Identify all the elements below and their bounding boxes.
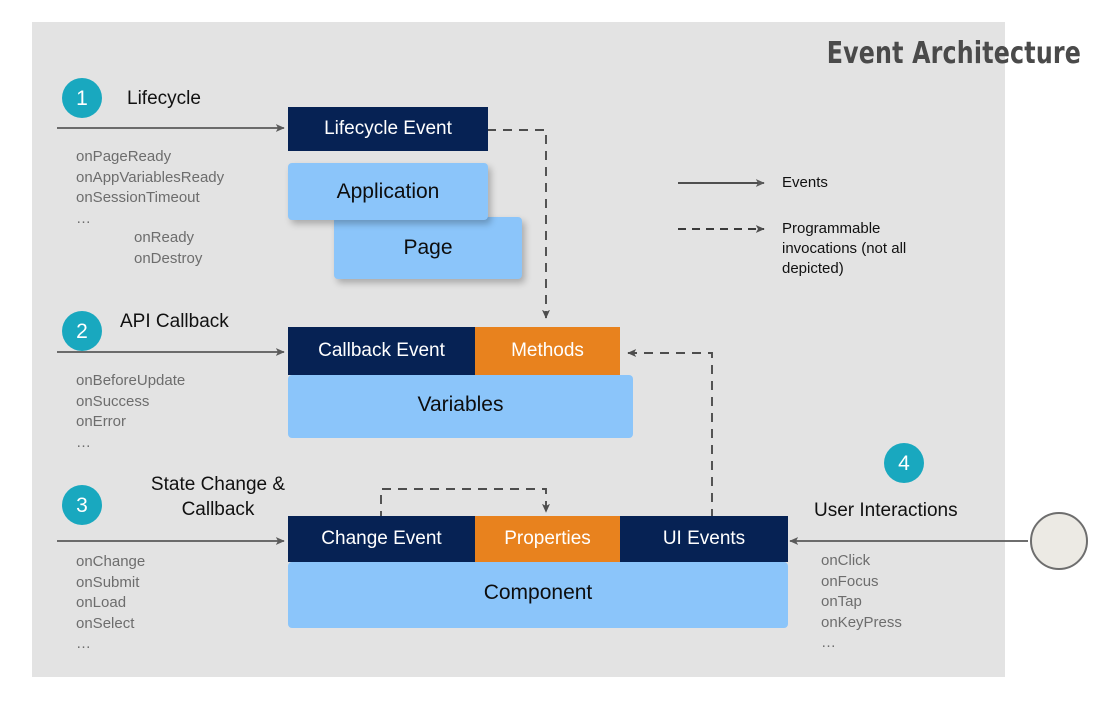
step-badge-4-number: 4 [898, 451, 910, 475]
step-badge-4: 4 [884, 443, 924, 483]
legend-solid-label: Events [782, 174, 828, 191]
box-application: Application [288, 163, 488, 220]
step-badge-2: 2 [62, 311, 102, 351]
box-callback-event: Callback Event [288, 327, 475, 375]
box-lifecycle-event: Lifecycle Event [288, 107, 488, 151]
step-label-api-callback: API Callback [120, 311, 229, 332]
step-label-lifecycle: Lifecycle [127, 88, 201, 109]
box-page: Page [334, 217, 522, 279]
step-badge-3-number: 3 [76, 493, 88, 517]
page-title: Event Architecture [826, 36, 1081, 71]
box-methods: Methods [475, 327, 620, 375]
legend-dashed-label-line1: Programmable [782, 220, 881, 237]
user-avatar [1030, 512, 1088, 570]
step-label-state-change-line2: Callback [181, 499, 255, 520]
legend-dashed-label-line3: depicted) [782, 260, 844, 277]
step-label-state-change-line1: State Change & [150, 474, 286, 495]
step-label-user-interactions: User Interactions [814, 500, 958, 521]
step-badge-1-number: 1 [76, 86, 88, 110]
legend-dashed-label-line2: invocations (not all [782, 240, 907, 257]
event-list-state-change: onChange onSubmit onLoad onSelect … [76, 553, 146, 652]
box-properties: Properties [475, 516, 620, 562]
box-variables: Variables [288, 375, 633, 438]
step-badge-2-number: 2 [76, 319, 88, 343]
box-component: Component [288, 562, 788, 628]
step-badge-1: 1 [62, 78, 102, 118]
event-list-api-callback: onBeforeUpdate onSuccess onError … [76, 372, 186, 451]
box-ui-events: UI Events [620, 516, 788, 562]
step-badge-3: 3 [62, 485, 102, 525]
event-list-user-interactions: onClick onFocus onTap onKeyPress … [821, 552, 902, 651]
event-list-lifecycle-page: onReady onDestroy [134, 229, 203, 267]
event-list-lifecycle: onPageReady onAppVariablesReady onSessio… [76, 148, 225, 227]
box-change-event: Change Event [288, 516, 475, 562]
